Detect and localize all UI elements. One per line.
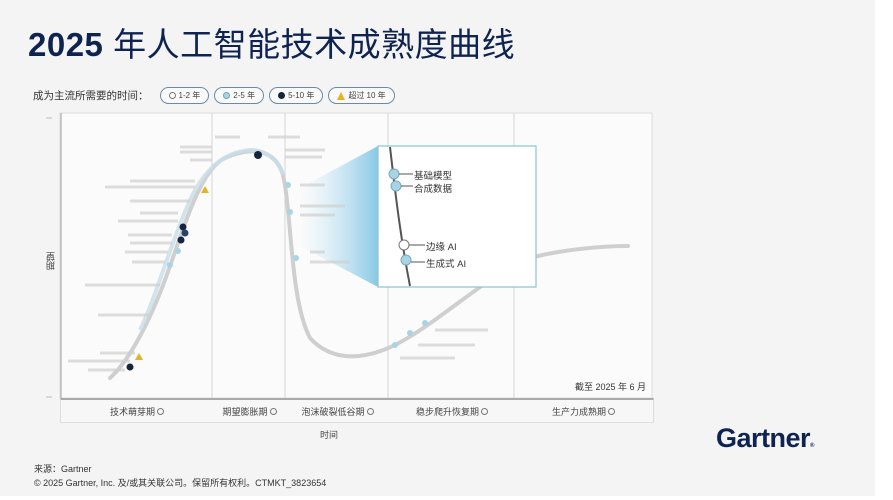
info-icon[interactable]: [481, 407, 488, 415]
inset-point-foundation-models: [388, 168, 400, 180]
phase-label: 期望膨胀期: [222, 406, 268, 417]
title-year: 2025: [28, 26, 104, 63]
legend-item-5-10y: 5-10 年: [269, 87, 324, 104]
phase-peak: 期望膨胀期: [213, 400, 286, 422]
gartner-logo: Gartner®: [716, 423, 814, 454]
legend-item-1-2y: 1-2 年: [159, 87, 210, 104]
phase-innovation-trigger: 技术萌芽期: [61, 400, 213, 422]
inset-label-foundation-models: 基础模型: [414, 171, 453, 182]
legend: 成为主流所需要的时间： 1-2 年 2-5 年 5-10 年 超过 10 年: [33, 87, 395, 104]
slide: 2025 年人工智能技术成熟度曲线 成为主流所需要的时间： 1-2 年 2-5 …: [0, 0, 875, 496]
phase-trough: 泡沫破裂低谷期: [286, 400, 389, 422]
phase-label: 泡沫破裂低谷期: [301, 406, 365, 417]
inset-point-synthetic-data: [390, 180, 402, 192]
legend-item-label: 5-10 年: [288, 91, 315, 100]
info-icon[interactable]: [366, 407, 374, 415]
legend-item-label: 1-2 年: [178, 91, 201, 100]
as-of-date: 截至 2025 年 6 月: [575, 382, 647, 392]
inset-point-edge-ai: [398, 239, 410, 251]
inset-label-synthetic-data: 合成数据: [414, 184, 453, 195]
hollow-circle-icon: [168, 92, 176, 99]
phase-label: 生产力成熟期: [551, 406, 606, 417]
light-blue-circle-icon: [223, 92, 231, 99]
dark-circle-icon: [278, 92, 286, 99]
info-icon[interactable]: [608, 407, 615, 415]
inset-label-edge-ai: 边缘 AI: [426, 242, 457, 253]
y-axis-label: 期望: [46, 252, 56, 270]
legend-item-label: 2-5 年: [233, 91, 256, 100]
inset-label-generative-ai: 生成式 AI: [426, 259, 467, 270]
blurred-labels: [68, 135, 488, 372]
legend-label: 成为主流所需要的时间：: [33, 90, 149, 102]
phase-label: 技术萌芽期: [109, 406, 155, 417]
copyright-note: © 2025 Gartner, Inc. 及/或其关联公司。保留所有权利。CTM…: [34, 478, 327, 488]
info-icon[interactable]: [269, 407, 277, 415]
warning-triangle-icon: [337, 91, 346, 100]
logo-text: Gartner: [716, 423, 811, 453]
x-axis-label: 时间: [320, 430, 339, 440]
title-text: 年人工智能技术成熟度曲线: [103, 26, 516, 63]
phase-plateau: 生产力成熟期: [515, 400, 652, 422]
inset-point-generative-ai: [400, 254, 412, 266]
info-icon[interactable]: [157, 407, 164, 415]
phase-slope: 稳步爬升恢复期: [389, 400, 515, 422]
inset-curve: [389, 146, 411, 287]
page-title: 2025 年人工智能技术成熟度曲线: [28, 18, 515, 66]
legend-item-2-5y: 2-5 年: [214, 87, 265, 104]
legend-item-label: 超过 10 年: [348, 91, 386, 100]
source-note: 来源：Gartner: [34, 464, 92, 474]
registered-mark: ®: [810, 443, 814, 449]
legend-item-10y-plus: 超过 10 年: [328, 87, 395, 104]
phase-axis: 技术萌芽期 期望膨胀期 泡沫破裂低谷期 稳步爬升恢复期 生产力成熟期: [60, 398, 654, 423]
phase-label: 稳步爬升恢复期: [415, 406, 479, 417]
